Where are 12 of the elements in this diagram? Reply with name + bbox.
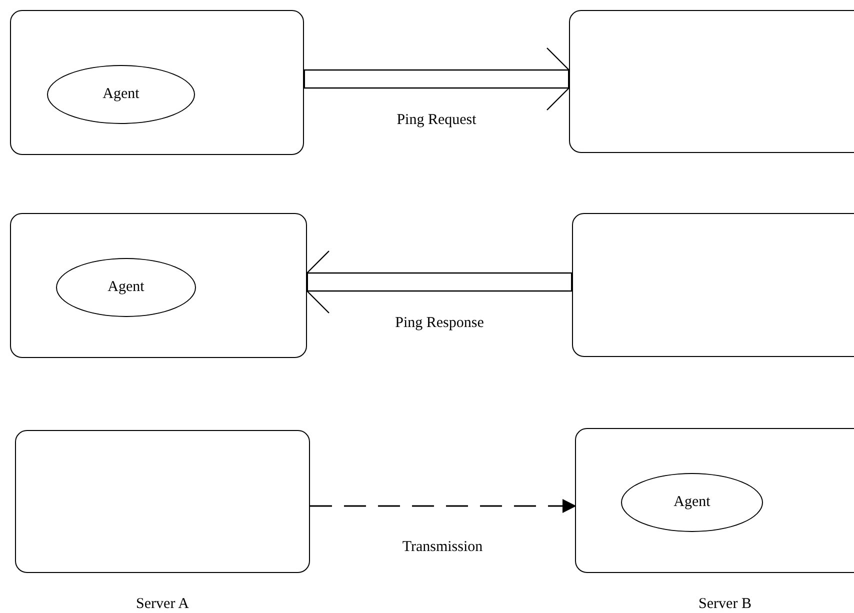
- server-label: Server A: [135, 595, 190, 613]
- agent-ellipse: Agent: [56, 258, 196, 317]
- dashed-arrow: [310, 499, 576, 513]
- server-box: [569, 10, 854, 153]
- agent-ellipse: Agent: [47, 65, 195, 124]
- server-box: [572, 213, 854, 357]
- server-box: [10, 213, 307, 358]
- server-box: [15, 430, 310, 573]
- server-box: [10, 10, 304, 155]
- server-label: Server B: [698, 595, 752, 613]
- agent-ellipse: Agent: [621, 473, 763, 532]
- server-box: [575, 428, 854, 573]
